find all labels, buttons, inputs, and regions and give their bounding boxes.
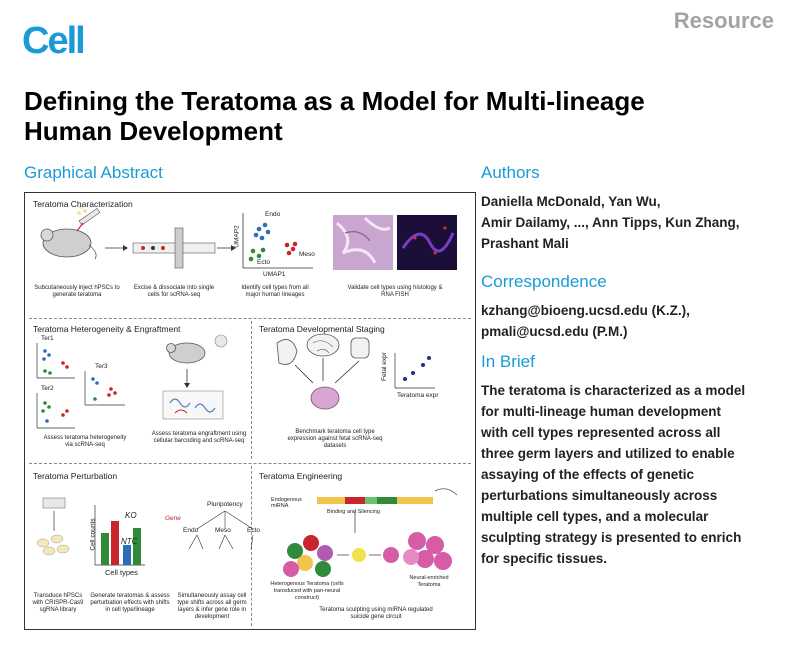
barcoding-mouse-icon [162,334,228,420]
bar-x-label: Cell types [105,568,138,577]
authors-heading: Authors [481,163,540,182]
staging-organ-icons [276,333,435,410]
abstract-artwork [36,205,458,577]
bar-label: KO [125,511,137,520]
panel-divider [29,318,471,319]
authors-list: Daniella McDonald, Yan Wu, Amir Dailamy,… [481,191,781,254]
figure-caption: Simultaneously assay cell type shifts ac… [177,593,247,620]
gene-label: Gene [165,515,181,522]
panel-title: Teratoma Perturbation [33,471,118,481]
umap-cluster-label: Ecto [257,259,271,266]
correspondence-heading: Correspondence [481,272,607,291]
panel-divider [29,463,471,464]
in-brief-line: sculpting strategy is presented to enric… [481,530,742,545]
binding-label: Binding and Silencing [327,509,380,515]
figure-caption: Assess teratoma heterogeneity via scRNA-… [43,435,127,448]
perturbation-artwork [36,497,254,566]
title-line: Human Development [24,116,283,146]
staging-y-label: Fetal expr [380,352,388,381]
staging-x-label: Teratoma expr [397,392,439,399]
journal-logo: Cell [22,20,86,62]
in-brief-line: multiple cell types, and a molecular [481,509,709,524]
figure-caption: Assess teratoma engraftment using cellul… [151,431,247,444]
figure-caption: Benchmark teratoma cell type expression … [287,429,383,449]
bar-label: NTC [121,537,138,546]
panel-title: Teratoma Heterogeneity & Engraftment [33,324,181,334]
in-brief-line: assaying of the effects of genetic [481,467,695,482]
figure-caption: Validate cell types using histology & RN… [347,285,443,298]
in-brief-line: The teratoma is characterized as a model [481,383,746,398]
authors-line: Amir Dailamy, ..., Ann Tipps, Kun Zhang, [481,215,740,230]
tree-root-label: Pluripotency [207,501,243,508]
article-type-label: Resource [673,8,774,33]
correspondence-email[interactable]: kzhang@bioeng.ucsd.edu (K.Z.), [481,303,690,318]
umap-cluster-label: Meso [299,251,315,258]
in-brief-line: with cell types represented across all [481,425,721,440]
figure-caption: Transduce hPSCs with CRISPR-Cas9 sgRNA l… [32,593,84,613]
correspondence-section: Correspondence kzhang@bioeng.ucsd.edu (K… [481,272,781,342]
in-brief-line: perturbations simultaneously across [481,488,718,503]
neural-label: Neural-enriched Teratoma [409,575,449,588]
in-brief-text: The teratoma is characterized as a model… [481,380,781,569]
figure-caption: Teratoma sculpting using miRNA regulated… [319,607,433,620]
umap-x-label: UMAP1 [263,271,286,278]
teratoma-label: Ter2 [41,385,54,392]
tree-node-label: Meso [215,527,231,534]
in-brief-line: three germ layers and utilized to enable [481,446,735,461]
figure-caption: Generate teratomas & assess perturbation… [90,593,170,613]
tree-node-label: Ecto [247,527,261,534]
graphical-abstract-figure: Teratoma Characterization Endo Meso Ecto… [24,192,476,630]
umap-plot [242,213,313,269]
title-line: Defining the Teratoma as a Model for Mul… [24,86,645,116]
graphical-abstract-heading: Graphical Abstract [24,163,163,182]
heterogeneous-label: Heterogenous Teratoma (cells transduced … [270,581,344,601]
panel-title: Teratoma Developmental Staging [259,324,385,334]
bar-y-label: Cell counts [89,518,97,551]
authors-line: Daniella McDonald, Yan Wu, [481,194,661,209]
figure-caption: Identify cell types from all major human… [241,285,309,298]
ter-scatter-plots [36,343,125,429]
authors-section: Authors Daniella McDonald, Yan Wu, Amir … [481,163,781,254]
microfluidic-icon [132,227,216,269]
tree-node-label: Endo [183,527,199,534]
in-brief-line: for multi-lineage human development [481,404,722,419]
correspondence-email[interactable]: pmali@ucsd.edu (P.M.) [481,324,628,339]
in-brief-line: for specific tissues. [481,551,608,566]
histology-image [333,215,393,270]
in-brief-section: In Brief The teratoma is characterized a… [481,352,781,569]
mouse-syringe-icon [40,205,101,260]
authors-line: Prashant Mali [481,236,569,251]
in-brief-heading: In Brief [481,352,535,371]
teratoma-label: Ter3 [95,363,108,370]
teratoma-label: Ter1 [41,335,54,342]
umap-cluster-label: Endo [265,211,281,218]
figure-caption: Subcutaneously inject hPSCs to generate … [34,285,120,298]
article-title: Defining the Teratoma as a Model for Mul… [24,86,784,146]
endogenous-mirna-label: Endogenous miRNA [271,497,302,509]
umap-y-label: UMAP2 [233,225,241,248]
panel-title: Teratoma Characterization [33,199,133,209]
figure-caption: Excise & dissociate into single cells fo… [133,285,215,298]
correspondence-list: kzhang@bioeng.ucsd.edu (K.Z.), pmali@ucs… [481,300,781,342]
panel-title: Teratoma Engineering [259,471,343,481]
panel-divider [251,321,252,459]
engineering-artwork [283,488,458,577]
